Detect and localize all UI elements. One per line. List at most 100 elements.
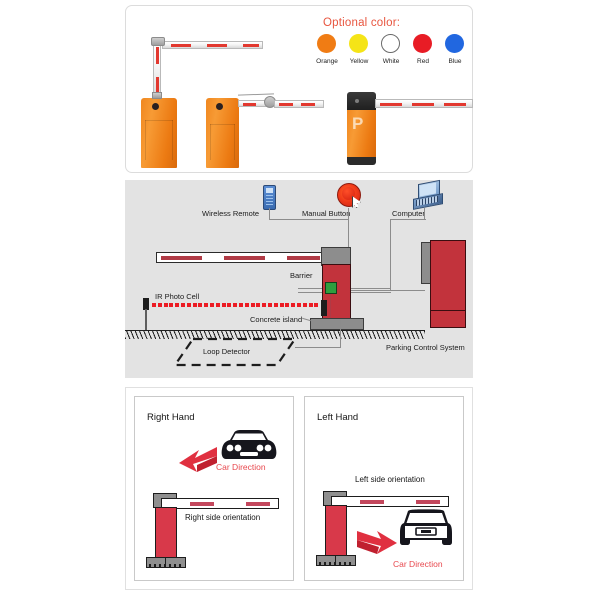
ir-beam-dot [175,303,180,307]
loop-detector-shape [172,337,298,367]
ir-beam [152,303,319,307]
label-computer: Computer [392,209,425,218]
ir-beam-dot [157,303,162,307]
car-direction-arrow-icon [357,531,397,554]
hand-orientation-panel: Right Hand Car Direction [125,387,473,590]
diagram-barrier-sensor [321,300,327,316]
ir-beam-dot [244,303,249,307]
ir-beam-dot [268,303,272,307]
system-diagram-panel: Wireless Remote Manual Button Computer [125,179,473,378]
product-photos-panel: Optional color: Orange Yellow White Red … [125,5,473,173]
ir-beam-dot [192,303,197,307]
ir-beam-dot [273,303,278,307]
swatch-label-orange: Orange [316,58,338,65]
barrier-cabinet: P [347,110,376,158]
label-loop-detector: Loop Detector [201,347,253,356]
right-barrier-base [146,557,186,568]
ir-beam-dot [291,303,296,307]
ir-beam-dot [210,303,214,307]
cabinet-logo-p: P [352,114,364,133]
ir-beam-dot [285,303,290,307]
ir-beam-dot [239,303,243,307]
ir-beam-dot [186,303,191,307]
barrier-arm [162,41,263,49]
wire-loop-detector-riser [340,320,342,348]
wire-to-parking-system [350,290,425,292]
car-direction-arrow-icon [179,447,217,472]
barrier-head-lens-icon [355,99,359,103]
right-car-direction-label: Car Direction [216,462,266,472]
wire-indicator-drop [330,294,332,320]
left-barrier-base [316,555,356,566]
label-barrier: Barrier [290,271,313,280]
right-barrier-post [155,507,177,559]
barrier-arm-elbow [151,37,165,46]
left-hand-box: Left Hand Left side orientation [304,396,464,581]
wireless-remote-icon [263,185,276,210]
wire-loop-detector [295,347,341,349]
left-orientation-label: Left side orientation [355,475,425,484]
ir-beam-dot [279,303,284,307]
ir-beam-dot [169,303,174,307]
parking-control-seam [431,310,465,312]
cabinet-lens-icon [216,103,223,110]
label-concrete-island: Concrete island [250,315,303,324]
wire-computer-horizontal [390,219,426,221]
parking-control-cabinet [430,240,466,328]
wire-computer-vertical [424,208,426,220]
ir-beam-dot [181,303,185,307]
ir-beam-dot [262,303,267,307]
car-rear-icon [400,509,452,545]
ir-beam-dot [314,303,319,307]
ir-beam-dot [308,303,313,307]
barrier-cabinet [206,98,239,168]
left-hand-title: Left Hand [317,412,359,423]
barrier-head-dark [347,92,376,111]
left-barrier-post [325,505,347,557]
ir-beam-dot [221,303,226,307]
ir-photo-cell-post [145,309,147,331]
concrete-island-block [310,318,364,330]
swatch-label-blue: Blue [448,58,462,65]
wire-remote-vertical [269,208,271,220]
ir-beam-dot [233,303,238,307]
barrier-cabinet [141,98,177,168]
right-barrier-arm [161,498,279,509]
left-car-direction-label: Car Direction [393,559,443,569]
left-barrier-arm [331,496,449,507]
car-front-icon [221,430,277,459]
right-hand-box: Right Hand Car Direction [134,396,294,581]
right-hand-title: Right Hand [147,412,195,423]
swatch-label-red: Red [417,58,429,65]
label-manual-button: Manual Button [302,209,351,218]
ir-beam-dot [215,303,220,307]
barrier-cabinet-base [347,157,376,165]
ir-beam-dot [256,303,261,307]
ir-beam-dot [163,303,168,307]
wire-remote-horizontal [269,219,349,221]
ir-beam-dot [204,303,209,307]
label-ir-photo-cell: IR Photo Cell [155,292,200,301]
ir-beam-dot [198,303,203,307]
ground-line [125,330,425,339]
manual-button-icon[interactable] [337,183,361,207]
barrier-arm-outer [274,100,324,108]
optional-color-title: Optional color: [323,17,401,29]
wire-computer-drop [390,219,392,290]
swatch-label-white: White [382,58,400,65]
label-parking-control-system: Parking Control System [386,343,465,352]
barrier-arm [375,99,473,108]
cabinet-lens-icon [152,103,159,110]
right-orientation-label: Right side orientation [185,513,261,522]
swatch-label-yellow: Yellow [349,58,369,65]
barrier-cabinet-mount [152,92,162,99]
computer-laptop-icon [413,179,443,210]
controller-indicator-green [325,282,337,294]
ir-beam-dot [297,303,301,307]
label-wireless-remote: Wireless Remote [202,209,260,218]
ir-beam-dot [152,303,156,307]
diagram-barrier-arm [156,252,323,263]
ir-photo-cell-emitter [143,298,149,310]
ir-beam-dot [227,303,232,307]
